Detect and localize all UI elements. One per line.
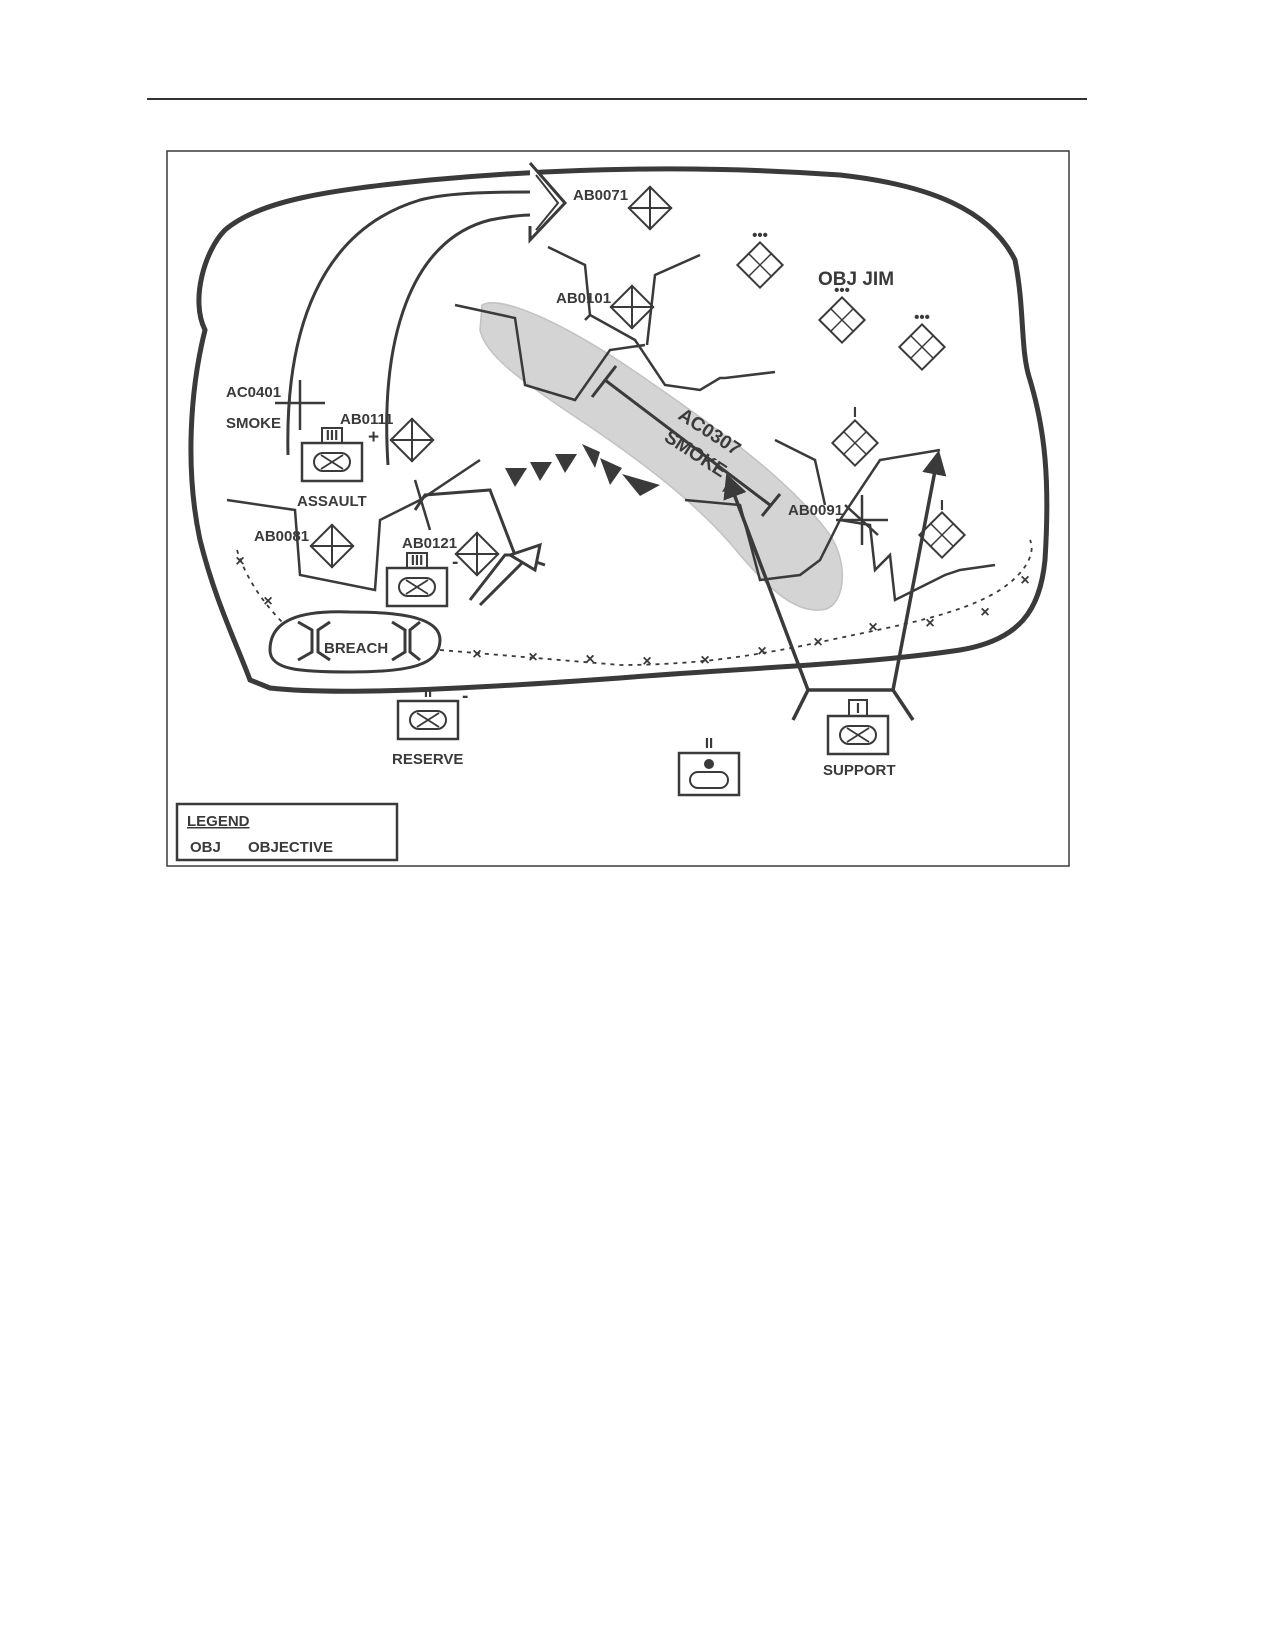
label-plus: + xyxy=(368,427,379,448)
svg-text:×: × xyxy=(980,604,989,621)
wire-line xyxy=(236,539,1033,666)
label-support: SUPPORT xyxy=(823,762,896,779)
svg-text:×: × xyxy=(925,615,934,632)
label-smoke-left: SMOKE xyxy=(226,415,281,432)
echelon-platoon-mark: ••• xyxy=(834,282,850,299)
svg-text:×: × xyxy=(700,652,709,669)
reserve-unit-symbol: II xyxy=(396,684,460,741)
echelon-section-mark: I xyxy=(853,404,857,421)
svg-text:×: × xyxy=(813,634,822,651)
smoke-line-ac0307 xyxy=(590,365,782,517)
support-unit-symbol: I xyxy=(826,699,890,756)
svg-text:×: × xyxy=(642,653,651,670)
support-fire-arrows xyxy=(723,450,947,721)
svg-text:II: II xyxy=(705,735,713,752)
tank-obstacle-row xyxy=(505,444,660,496)
label-ab0111: AB0111 xyxy=(340,411,393,428)
svg-text:I: I xyxy=(856,700,860,717)
label-obj-jim: OBJ JIM xyxy=(818,269,894,290)
svg-text:×: × xyxy=(528,649,537,666)
legend-meaning: OBJECTIVE xyxy=(248,839,333,856)
svg-text:×: × xyxy=(235,553,244,570)
header-rule xyxy=(147,98,1087,100)
label-assault: ASSAULT xyxy=(297,493,367,510)
label-ab0091: AB0091 xyxy=(788,502,843,519)
label-breach: BREACH xyxy=(324,640,388,657)
label-minus-reserve: - xyxy=(462,686,468,707)
label-reserve: RESERVE xyxy=(392,751,463,768)
command-post-unit-symbol: II xyxy=(677,735,741,797)
label-ab0071: AB0071 xyxy=(573,187,628,204)
target-ab0091-cross xyxy=(836,495,888,545)
svg-text:×: × xyxy=(1020,572,1029,589)
label-ab0101: AB0101 xyxy=(556,290,611,307)
svg-text:×: × xyxy=(263,593,272,610)
label-ab0081: AB0081 xyxy=(254,528,309,545)
svg-text:×: × xyxy=(757,643,766,660)
label-ac0401: AC0401 xyxy=(226,384,281,401)
breach-area-outline xyxy=(268,610,442,674)
echelon-platoon-mark: ••• xyxy=(914,309,930,326)
objective-boundary xyxy=(188,166,1050,694)
smoke-screen-ac0307 xyxy=(479,302,843,611)
legend: LEGEND OBJ OBJECTIVE xyxy=(175,802,399,862)
label-minus-ab0121: - xyxy=(452,552,458,573)
target-ac0401-cross xyxy=(275,380,325,430)
breach-brackets xyxy=(297,620,421,662)
svg-text:×: × xyxy=(472,646,481,663)
label-ab0121: AB0121 xyxy=(402,535,457,552)
wire-x-marks: × × × × × × × × × × × × × xyxy=(235,553,1029,670)
ab0121-unit-symbol: III xyxy=(385,552,449,608)
legend-abbr: OBJ xyxy=(190,839,221,856)
svg-text:×: × xyxy=(585,651,594,668)
echelon-section-mark: I xyxy=(940,497,944,514)
legend-title: LEGEND xyxy=(187,813,250,830)
svg-text:II: II xyxy=(424,684,432,701)
echelon-platoon-mark: ••• xyxy=(752,227,768,244)
svg-text:III: III xyxy=(411,552,424,569)
axis-of-advance xyxy=(286,162,568,466)
assault-zigzag-head xyxy=(506,542,542,573)
assault-unit-symbol: III xyxy=(300,427,364,483)
figure-frame xyxy=(166,150,1070,867)
svg-text:×: × xyxy=(868,619,877,636)
svg-text:III: III xyxy=(326,427,339,444)
